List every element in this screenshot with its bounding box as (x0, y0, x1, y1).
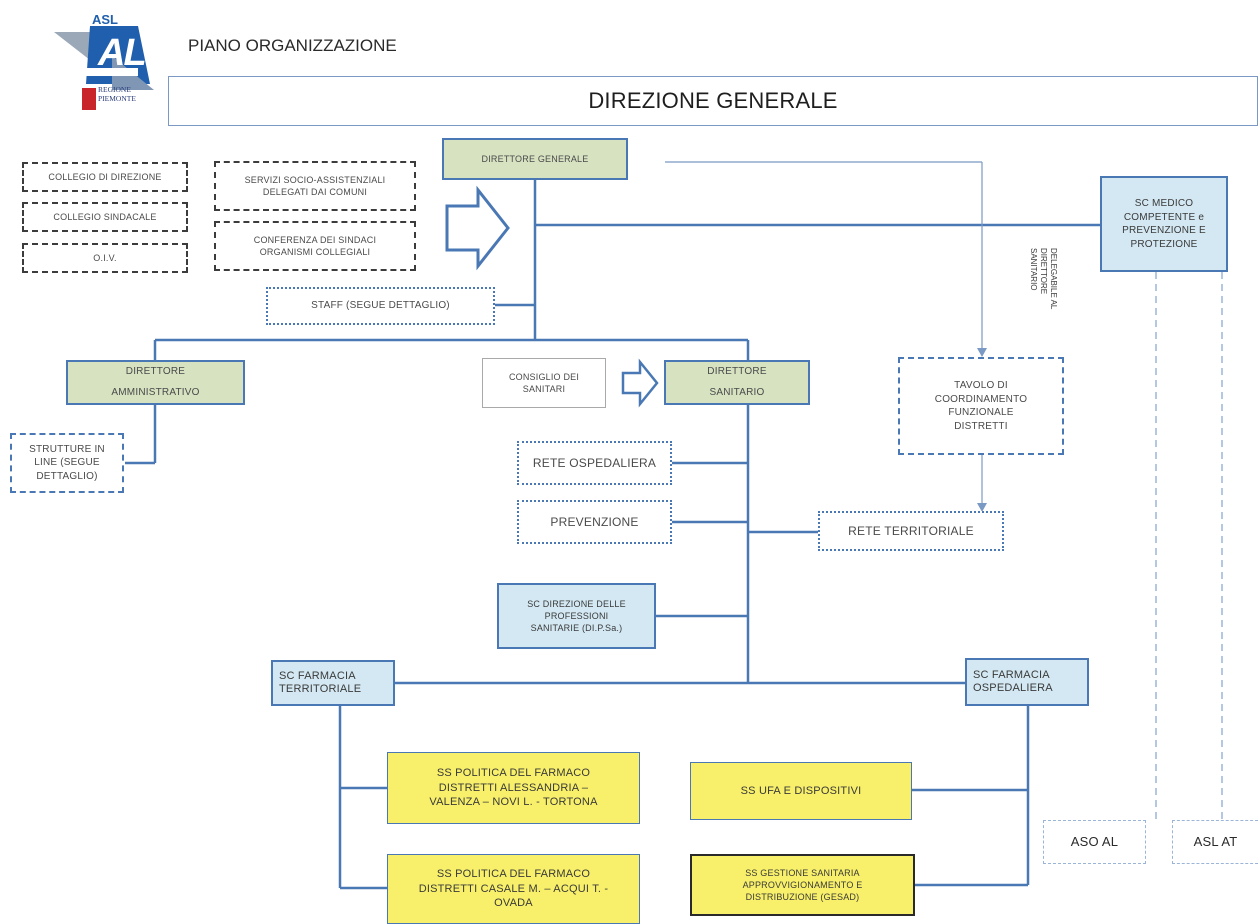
region-label: REGIONE PIEMONTE (98, 85, 136, 103)
logo-letters: AL (98, 32, 147, 74)
aso-al-box: ASO AL (1043, 820, 1146, 864)
collegio-direzione-box: COLLEGIO DI DIREZIONE (22, 162, 188, 192)
page-title: DIREZIONE GENERALE (588, 88, 838, 114)
sc-farmacia-territoriale-box: SC FARMACIA TERRITORIALE (271, 660, 395, 706)
delegabile-note: DELEGABILE AL DIRETTORE SANITARIO (1029, 248, 1058, 310)
strutture-linea-box: STRUTTURE IN LINE (SEGUE DETTAGLIO) (10, 433, 124, 493)
ss-politica-farmaco-2-box: SS POLITICA DEL FARMACO DISTRETTI CASALE… (387, 854, 640, 924)
region-flag-icon (82, 88, 96, 110)
asl-at-box: ASL AT (1172, 820, 1258, 864)
logo-text: ASL (92, 12, 118, 27)
big-arrow-icon (445, 185, 510, 271)
conferenza-sindaci-box: CONFERENZA DEI SINDACI ORGANISMI COLLEGI… (214, 221, 416, 271)
rete-territoriale-box: RETE TERRITORIALE (818, 511, 1004, 551)
oiv-box: O.I.V. (22, 243, 188, 273)
asl-logo-icon (54, 26, 154, 90)
page-subtitle: PIANO ORGANIZZAZIONE (188, 36, 397, 55)
sc-farmacia-ospedaliera-box: SC FARMACIA OSPEDALIERA (965, 658, 1089, 706)
page-title-banner: DIREZIONE GENERALE (168, 76, 1258, 126)
servizi-socio-box: SERVIZI SOCIO-ASSISTENZIALI DELEGATI DAI… (214, 161, 416, 211)
sc-direzione-professioni-box: SC DIREZIONE DELLE PROFESSIONI SANITARIE… (497, 583, 656, 649)
ss-gestione-sanitaria-box: SS GESTIONE SANITARIA APPROVVIGIONAMENTO… (690, 854, 915, 916)
ss-politica-farmaco-1-box: SS POLITICA DEL FARMACO DISTRETTI ALESSA… (387, 752, 640, 824)
consiglio-sanitari-box: CONSIGLIO DEI SANITARI (482, 358, 606, 408)
sc-medico-box: SC MEDICO COMPETENTE e PREVENZIONE E PRO… (1100, 176, 1228, 272)
direttore-sanitario-box: DIRETTORE SANITARIO (664, 360, 810, 405)
direttore-amministrativo-box: DIRETTORE AMMINISTRATIVO (66, 360, 245, 405)
tavolo-coordinamento-box: TAVOLO DI COORDINAMENTO FUNZIONALE DISTR… (898, 357, 1064, 455)
small-arrow-icon (621, 358, 659, 408)
direttore-generale-box: DIRETTORE GENERALE (442, 138, 628, 180)
prevenzione-box: PREVENZIONE (517, 500, 672, 544)
collegio-sindacale-box: COLLEGIO SINDACALE (22, 202, 188, 232)
rete-ospedaliera-box: RETE OSPEDALIERA (517, 441, 672, 485)
asl-logo: ASL AL REGIONE PIEMONTE (50, 12, 160, 120)
staff-box: STAFF (SEGUE DETTAGLIO) (266, 287, 495, 325)
ss-ufa-dispositivi-box: SS UFA E DISPOSITIVI (690, 762, 912, 820)
